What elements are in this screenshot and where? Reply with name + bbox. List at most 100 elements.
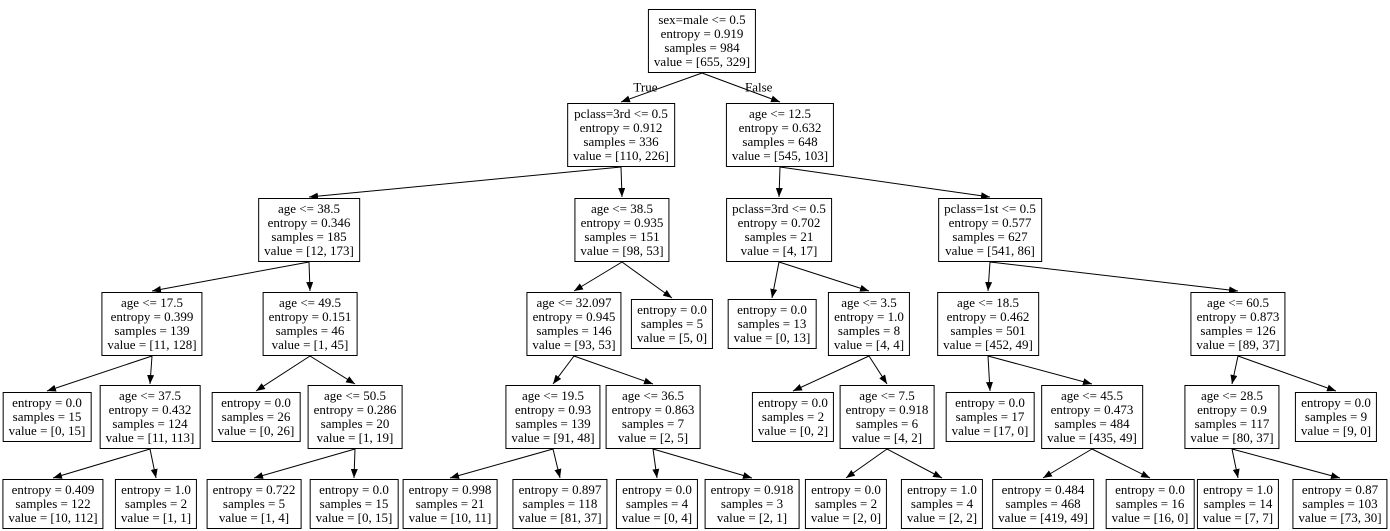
tree-edge	[701, 72, 781, 103]
node-line: age <= 18.5	[957, 295, 1019, 310]
node-line: value = [73, 30]	[1298, 510, 1382, 525]
node-line: samples = 648	[742, 134, 818, 149]
tree-edge	[552, 448, 562, 479]
node-line: entropy = 0.346	[267, 215, 351, 230]
node-line: value = [110, 226]	[573, 148, 669, 163]
node-line: value = [2, 1]	[716, 510, 788, 525]
edge-label-false: False	[745, 80, 773, 95]
node-line: entropy = 0.702	[737, 215, 821, 230]
node-line: samples = 21	[744, 229, 814, 244]
node-line: value = [2, 5]	[617, 430, 689, 445]
node-line: value = [9, 0]	[1300, 423, 1372, 438]
node-line: age <= 3.5	[841, 295, 897, 310]
node-line: value = [17, 0]	[951, 423, 1029, 438]
node-line: value = [2, 2]	[906, 510, 978, 525]
node-line: value = [1, 4]	[218, 510, 290, 525]
node-line: entropy = 0.722	[212, 482, 296, 497]
node-line: entropy = 1.0	[834, 309, 904, 324]
node-line: entropy = 0.0	[758, 395, 828, 410]
node-line: value = [10, 11]	[408, 510, 492, 525]
node-line: entropy = 0.919	[660, 26, 744, 41]
node-line: entropy = 0.873	[1196, 309, 1280, 324]
node-line: entropy = 0.473	[1050, 402, 1134, 417]
tree-edge	[52, 448, 151, 479]
node-line: entropy = 0.897	[518, 482, 602, 497]
tree-edge	[652, 448, 660, 479]
tree-edge	[1231, 448, 1341, 480]
node-line: entropy = 0.0	[12, 395, 82, 410]
node-line: value = [7, 7]	[1202, 510, 1274, 525]
node-line: samples = 9	[1304, 409, 1368, 424]
node-line: value = [0, 15]	[315, 510, 393, 525]
tree-edge	[621, 261, 673, 299]
tree-edge	[845, 448, 888, 479]
node-line: age <= 38.5	[591, 201, 653, 216]
tree-edge	[309, 355, 356, 385]
node-line: samples = 103	[1302, 496, 1378, 511]
node-line: value = [93, 53]	[532, 337, 616, 352]
node-line: entropy = 0.87	[1301, 482, 1379, 497]
node-line: value = [0, 15]	[8, 423, 86, 438]
node-line: age <= 19.5	[522, 388, 584, 403]
node-line: samples = 146	[536, 323, 612, 338]
node-line: samples = 4	[910, 496, 974, 511]
node-line: samples = 151	[584, 229, 660, 244]
tree-edge	[253, 448, 356, 479]
node-line: entropy = 0.286	[313, 402, 397, 417]
node-line: age <= 37.5	[119, 388, 181, 403]
node-line: entropy = 0.151	[268, 309, 352, 324]
node-line: pclass=3rd <= 0.5	[732, 201, 826, 216]
tree-edge	[985, 261, 993, 292]
node-line: value = [0, 26]	[217, 423, 295, 438]
tree-edge	[792, 355, 870, 392]
node-line: entropy = 0.0	[811, 482, 881, 497]
node-line: samples = 2	[814, 496, 878, 511]
tree-edge	[147, 355, 155, 385]
node-line: value = [541, 86]	[945, 243, 1035, 258]
node-line: value = [4, 4]	[833, 337, 905, 352]
node-line: samples = 6	[855, 416, 919, 431]
node-line: value = [4, 2]	[851, 430, 923, 445]
tree-edge	[778, 261, 870, 292]
node-line: entropy = 0.998	[408, 482, 492, 497]
node-line: samples = 501	[950, 323, 1026, 338]
tree-edge	[449, 448, 554, 479]
node-line: value = [11, 113]	[105, 430, 195, 445]
tree-edge	[1042, 448, 1093, 479]
node-line: samples = 21	[415, 496, 485, 511]
node-line: value = [2, 0]	[810, 510, 882, 525]
node-line: samples = 468	[1005, 496, 1081, 511]
node-line: age <= 38.5	[278, 201, 340, 216]
node-line: value = [98, 53]	[580, 243, 664, 258]
node-line: samples = 13	[737, 316, 807, 331]
node-line: samples = 984	[664, 40, 740, 55]
node-line: age <= 36.5	[622, 388, 684, 403]
node-line: value = [419, 49]	[998, 510, 1088, 525]
node-line: value = [5, 0]	[636, 330, 708, 345]
node-line: value = [12, 173]	[264, 243, 354, 258]
node-line: samples = 627	[952, 229, 1028, 244]
node-line: age <= 17.5	[121, 295, 183, 310]
node-line: samples = 336	[583, 134, 659, 149]
node-line: age <= 49.5	[279, 295, 341, 310]
